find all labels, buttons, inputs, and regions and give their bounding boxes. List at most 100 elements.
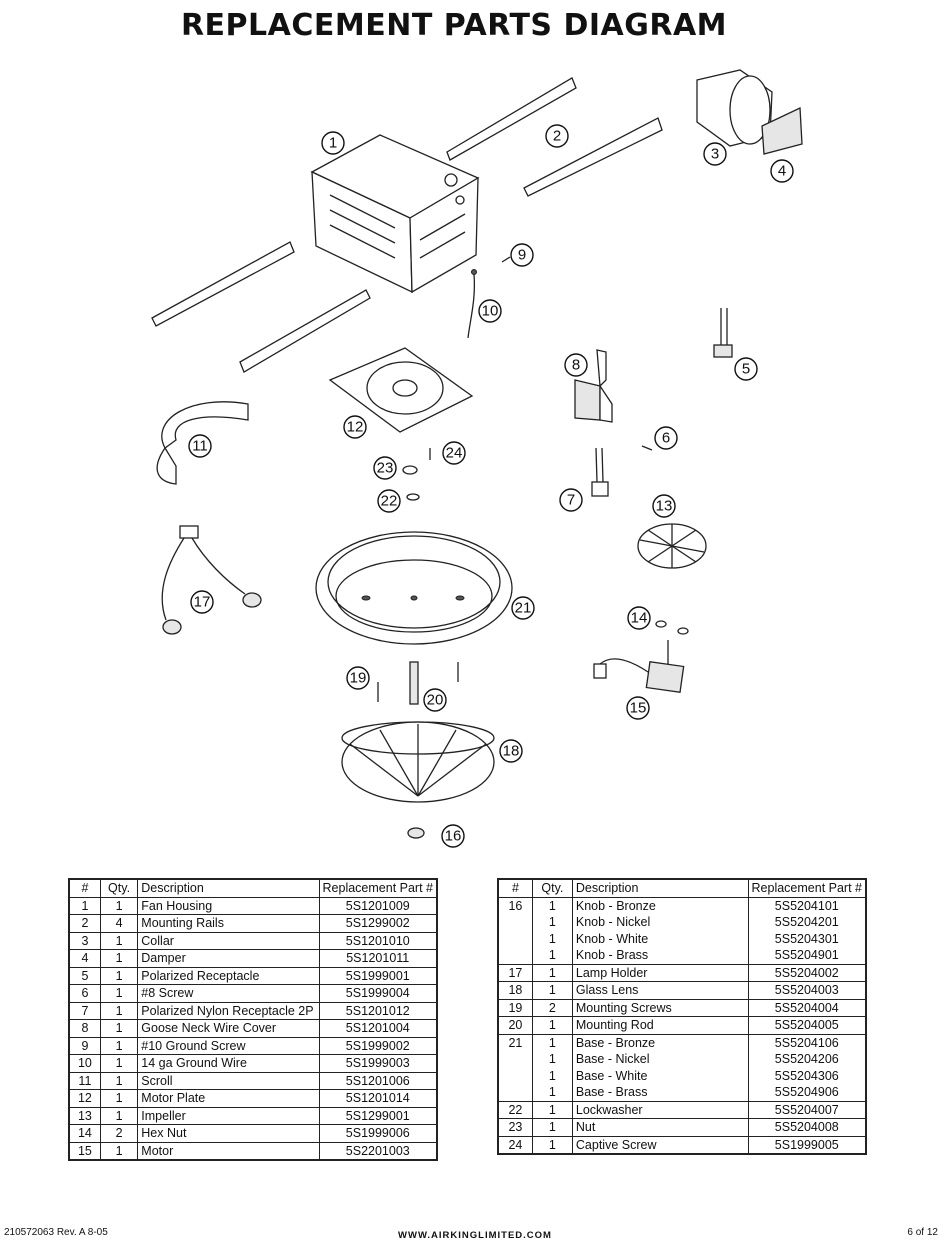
qty-cell: 1 [531, 1135, 573, 1155]
qty-cell: 1 [531, 1051, 573, 1068]
replacement-part-cell: 5S5204201 [747, 914, 867, 931]
glass-lens-illustration [341, 721, 495, 803]
replacement-part-cell: 5S5204007 [747, 1100, 867, 1119]
svg-text:22: 22 [381, 493, 398, 510]
part-number-cell: 3 [68, 931, 101, 950]
description-cell: Lockwasher [571, 1100, 749, 1119]
callout-21: 21 [511, 596, 535, 620]
replacement-part-cell: 5S5204301 [747, 930, 867, 947]
parts-table-right: # Qty. Description Replacement Part # 16… [497, 878, 867, 1155]
qty-cell: 1 [99, 1141, 139, 1161]
fan-housing-illustration [310, 134, 480, 294]
part-number-cell [497, 1067, 533, 1084]
replacement-part-cell: 5S2201003 [318, 1141, 438, 1161]
svg-text:4: 4 [778, 163, 786, 180]
nut-illustration [402, 465, 418, 475]
col-header-part: Replacement Part # [318, 878, 438, 898]
description-cell: Motor [137, 1141, 320, 1161]
replacement-part-cell: 5S1299001 [318, 1106, 438, 1125]
callout-24: 24 [442, 441, 466, 465]
replacement-part-cell: 5S1999006 [318, 1124, 438, 1142]
replacement-part-cell: 5S5204206 [747, 1051, 867, 1068]
qty-cell: 1 [99, 949, 139, 967]
qty-cell: 1 [99, 1019, 139, 1037]
description-cell: Polarized Receptacle [137, 966, 320, 985]
qty-cell: 1 [531, 1016, 573, 1034]
callout-16: 16 [441, 824, 465, 848]
qty-cell: 1 [531, 1067, 573, 1084]
description-cell: Goose Neck Wire Cover [137, 1019, 320, 1037]
part-number-cell: 9 [68, 1036, 101, 1055]
replacement-part-cell: 5S1201004 [318, 1019, 438, 1037]
replacement-part-cell: 5S5204306 [747, 1067, 867, 1084]
part-number-cell [497, 930, 533, 947]
scroll-illustration [156, 401, 249, 485]
website-link[interactable]: WWW.AIRKINGLIMITED.COM [398, 1230, 552, 1241]
callout-6: 6 [654, 426, 678, 450]
svg-text:6: 6 [662, 430, 670, 447]
replacement-part-cell: 5S5204906 [747, 1084, 867, 1101]
svg-text:23: 23 [377, 460, 394, 477]
part-number-cell: 17 [497, 963, 533, 982]
callout-22: 22 [377, 489, 401, 513]
qty-cell: 1 [531, 1033, 573, 1051]
replacement-part-cell: 5S1999005 [747, 1135, 867, 1155]
callout-17: 17 [190, 590, 214, 614]
qty-cell: 1 [531, 1118, 573, 1136]
part-number-cell [497, 1084, 533, 1101]
description-cell: Nut [571, 1118, 749, 1136]
svg-text:14: 14 [631, 610, 648, 627]
part-number-cell: 12 [68, 1089, 101, 1107]
part-number-cell: 16 [497, 897, 533, 914]
svg-text:13: 13 [656, 498, 673, 515]
description-cell: Base - Brass [571, 1084, 749, 1101]
svg-text:11: 11 [192, 438, 208, 455]
callout-3: 3 [703, 142, 727, 166]
replacement-part-cell: 5S5204008 [747, 1118, 867, 1136]
part-number-cell: 2 [68, 914, 101, 932]
svg-text:21: 21 [515, 600, 532, 617]
damper-illustration [761, 106, 803, 155]
part-number-cell: 4 [68, 949, 101, 967]
replacement-part-cell: 5S1999004 [318, 984, 438, 1002]
part-number-cell: 10 [68, 1054, 101, 1072]
replacement-part-cell: 5S1201006 [318, 1071, 438, 1090]
replacement-part-cell: 5S1201011 [318, 949, 438, 967]
svg-text:12: 12 [347, 419, 364, 436]
part-number-cell: 15 [68, 1141, 101, 1161]
part-number-cell: 21 [497, 1033, 533, 1051]
mounting-rod-illustration [409, 661, 419, 705]
qty-cell: 1 [99, 1089, 139, 1107]
replacement-part-cell: 5S5204901 [747, 947, 867, 964]
replacement-part-cell: 5S1999001 [318, 966, 438, 985]
callout-19: 19 [346, 666, 370, 690]
col-header-description: Description [137, 878, 320, 898]
part-number-cell: 24 [497, 1135, 533, 1155]
replacement-part-cell: 5S5204002 [747, 963, 867, 982]
description-cell: Mounting Screws [571, 998, 749, 1017]
nylon-receptacle-illustration [591, 447, 609, 497]
callout-8: 8 [564, 353, 588, 377]
part-number-cell: 23 [497, 1118, 533, 1136]
description-cell: Base - White [571, 1067, 749, 1084]
knob-illustration [407, 827, 425, 839]
page-number: 6 of 12 [907, 1227, 938, 1238]
collar-illustration [696, 69, 773, 147]
part-number-cell: 7 [68, 1001, 101, 1020]
goose-neck-cover-illustration [574, 349, 613, 423]
